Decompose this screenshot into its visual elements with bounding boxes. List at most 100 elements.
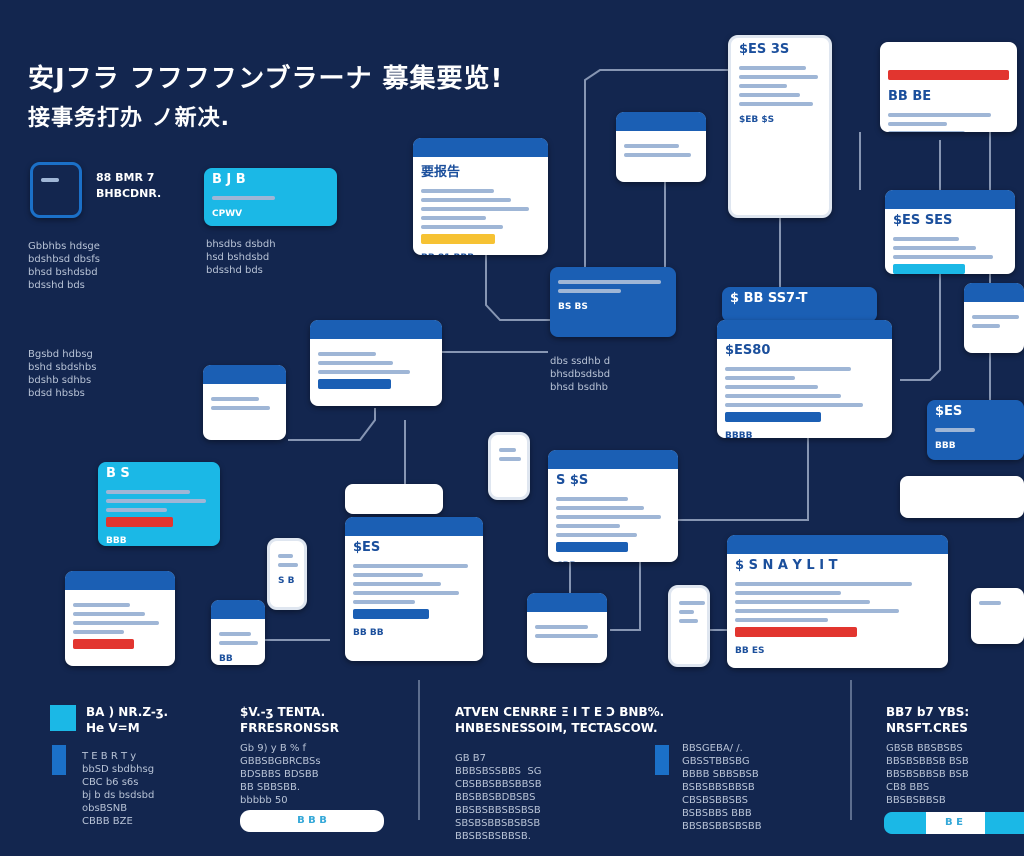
card-sub: S B [278, 576, 295, 586]
text-line [211, 397, 260, 401]
ui-card[interactable]: $ES SESBBB [885, 190, 1015, 274]
ui-card[interactable]: 要报告 BB 81 BBB [413, 138, 548, 255]
ui-card[interactable] [527, 593, 607, 663]
card-sub: $EB $S [739, 115, 775, 125]
ui-card[interactable] [345, 484, 443, 514]
card-label [65, 590, 175, 598]
section-button[interactable]: B B B [240, 810, 384, 832]
ui-card[interactable]: $ES 3S $EB $S [728, 35, 832, 218]
text-line [353, 582, 442, 586]
text-line [735, 600, 870, 604]
ui-card[interactable] [900, 476, 1024, 518]
section-text: BBSGEBA/ /. GBSSTBBSBG BBBB SBBSBSB BSBS… [682, 743, 762, 832]
page-subtitle: 接事务打办 ノ新决. [28, 106, 231, 131]
text-line [318, 370, 411, 374]
ui-card[interactable]: BS BS [550, 267, 676, 337]
card-sub [671, 628, 707, 636]
card-header [527, 593, 607, 612]
ui-card[interactable] [488, 432, 530, 500]
card-label [900, 476, 1024, 484]
text-line [556, 515, 662, 519]
ui-card[interactable]: BB [211, 600, 265, 665]
card-sub [203, 415, 286, 423]
card-label: $ES 3S [739, 42, 790, 57]
section-button[interactable]: B E [884, 812, 1024, 834]
card-bar [888, 70, 1009, 80]
text-line [725, 394, 841, 398]
ui-card[interactable]: S $SCBB [548, 450, 678, 562]
text-line [935, 428, 975, 432]
card-label: $ S N A Y L I T [735, 558, 838, 573]
text-line [318, 352, 377, 356]
card-header [345, 517, 483, 536]
text-line [739, 84, 788, 88]
text-line [106, 490, 191, 494]
ui-card[interactable]: $ BB SS7-T [722, 287, 877, 322]
text-line [278, 563, 298, 567]
card-label [310, 339, 442, 347]
section-heading: BA ) NR.Z-ʒ. He V=M [86, 705, 169, 735]
card-label [971, 588, 1024, 596]
ui-card[interactable] [616, 112, 706, 182]
text-line [558, 280, 662, 284]
card-bar [73, 639, 134, 649]
card-sub [722, 310, 877, 318]
text-line [893, 255, 994, 259]
text-line [556, 506, 645, 510]
card-label: BB BE [888, 89, 932, 104]
ui-card[interactable]: S B [267, 538, 307, 610]
text-line [353, 573, 424, 577]
ui-card[interactable]: BB BEBEE [880, 42, 1017, 132]
ui-card[interactable] [203, 365, 286, 440]
ui-card[interactable] [310, 320, 442, 406]
ui-card[interactable] [971, 588, 1024, 644]
card-header [616, 112, 706, 131]
ui-card[interactable] [668, 585, 710, 667]
text-line [421, 198, 512, 202]
section-text: T E B R T y bbSD sbdbhsg CBC b6 s6s bj b… [82, 751, 155, 827]
ui-card[interactable] [30, 162, 82, 218]
card-label: B J B [212, 172, 246, 187]
text-line [679, 601, 706, 605]
text-line [735, 582, 912, 586]
card-header [413, 138, 548, 157]
text-line [624, 144, 679, 148]
text-line [556, 533, 637, 537]
ui-card[interactable] [65, 571, 175, 666]
ui-card[interactable] [964, 283, 1024, 353]
connector [288, 408, 376, 441]
text-line [421, 189, 494, 193]
side-text: Bgsbd hdbsg bshd sbdshbs bdshb sdhbs bds… [28, 349, 97, 399]
text-line [735, 591, 842, 595]
card-sub [310, 394, 442, 402]
connector [584, 69, 728, 267]
card-label [671, 588, 707, 596]
card-sub: BB BB [353, 628, 384, 638]
card-label [527, 612, 607, 620]
card-label [550, 267, 676, 275]
card-label: $ES80 [725, 343, 771, 358]
section-text: Gb 9) y B % f GBBSBGBRCBSs BDSBBS BDSBB … [240, 743, 321, 806]
text-line [972, 315, 1020, 319]
text-line [739, 93, 800, 97]
card-bar [353, 609, 429, 619]
card-label: 要报告 [421, 165, 461, 180]
card-sub [65, 654, 175, 662]
card-sub [33, 187, 79, 195]
text-line [353, 591, 460, 595]
card-sub: BB 81 BBB [413, 249, 548, 255]
text-line [972, 324, 1001, 328]
accent-square [50, 705, 76, 731]
text-line [353, 564, 468, 568]
text-line [73, 621, 159, 625]
card-bar [735, 627, 857, 637]
section-heading: $V.-ʒ TENTA. FRRESRONSSR [240, 705, 339, 735]
card-label: B S [106, 466, 130, 481]
text-line [73, 603, 131, 607]
